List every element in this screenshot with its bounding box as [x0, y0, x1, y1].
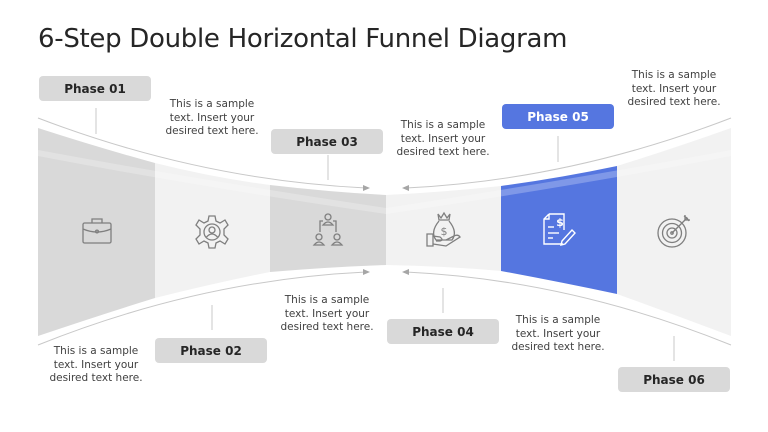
phase-04-label: Phase 04: [387, 319, 499, 344]
svg-text:$: $: [441, 225, 448, 238]
funnel-segment-5: [501, 166, 617, 294]
funnel-segment-2: [155, 163, 270, 298]
money-bag-hand-icon: $: [426, 211, 461, 247]
svg-text:$: $: [556, 216, 564, 229]
funnel-segment-3: [270, 185, 386, 272]
phase-01-label: Phase 01: [39, 76, 151, 101]
phase-05-label: Phase 05: [502, 104, 614, 129]
phase-05-description: This is a sample text. Insert your desir…: [627, 69, 721, 108]
phase-04-description: This is a sample text. Insert your desir…: [396, 119, 490, 158]
slide-title: 6-Step Double Horizontal Funnel Diagram: [38, 24, 568, 54]
phase-03-description: This is a sample text. Insert your desir…: [280, 294, 374, 333]
phase-06-description: This is a sample text. Insert your desir…: [511, 314, 605, 353]
briefcase-icon: [82, 218, 112, 244]
phase-01-description: This is a sample text. Insert your desir…: [165, 98, 259, 137]
phase-06-label: Phase 06: [618, 367, 730, 392]
org-chart-icon: [312, 213, 344, 246]
target-icon: [657, 215, 690, 248]
gear-user-icon: [195, 215, 229, 249]
phase-03-label: Phase 03: [271, 129, 383, 154]
invoice-pen-icon: $: [543, 213, 576, 246]
funnel-segment-6: [617, 128, 731, 336]
phase-02-description: This is a sample text. Insert your desir…: [49, 345, 143, 384]
phase-02-label: Phase 02: [155, 338, 267, 363]
funnel-segment-4: [386, 186, 501, 271]
